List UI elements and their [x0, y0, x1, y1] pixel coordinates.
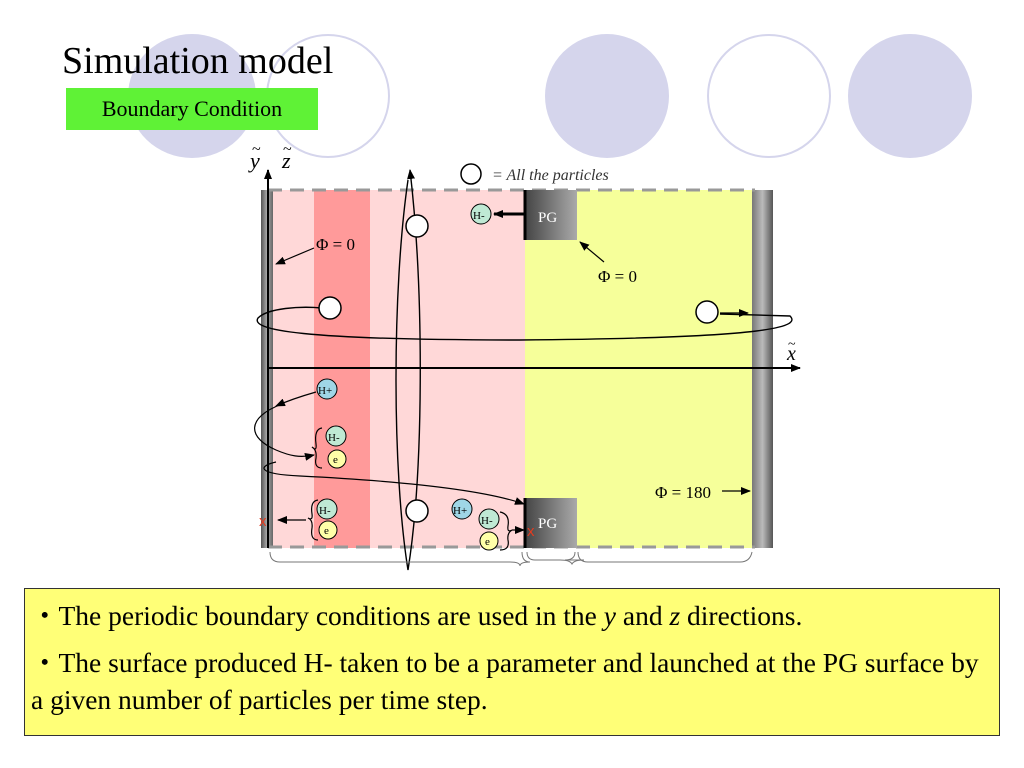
bullet-box: ・The periodic boundary conditions are us… [24, 588, 1000, 736]
svg-text:H-: H- [328, 432, 340, 444]
region-brace [526, 551, 585, 566]
axis-z-label: z [281, 148, 291, 173]
pg-label-top: PG [538, 210, 557, 226]
svg-text:~: ~ [283, 141, 292, 158]
absorbed-mark: x [259, 513, 267, 530]
svg-text:e: e [333, 454, 338, 466]
h-plus-ion [451, 498, 473, 520]
electron [318, 520, 338, 540]
phi-left-label: Φ = 0 [316, 235, 355, 254]
svg-text:H-: H- [473, 210, 485, 222]
particle [318, 296, 342, 320]
section-badge: Boundary Condition [66, 88, 318, 130]
svg-text:~: ~ [788, 337, 796, 352]
boundary-diagram: y ~ z ~ x ~ = All the particles PG PG Φ … [248, 141, 801, 571]
bullet-periodic: ・The periodic boundary conditions are us… [31, 600, 803, 631]
h-minus-ion [316, 498, 338, 520]
phi-pg-label: Φ = 0 [598, 267, 637, 286]
reflection-path [254, 403, 315, 461]
bullet-h-minus: ・The surface produced H- taken to be a p… [31, 647, 979, 716]
svg-text:e: e [324, 525, 329, 537]
electron [327, 449, 347, 469]
svg-text:H+: H+ [318, 385, 332, 397]
legend-particle-icon [460, 163, 482, 185]
electron [479, 531, 499, 551]
trajectory-to-pg [263, 461, 525, 505]
z-periodic-loop [395, 169, 421, 571]
absorbed-mark: x [527, 523, 535, 540]
svg-text:H+: H+ [453, 505, 467, 517]
phi-right-label: Φ = 180 [655, 483, 711, 502]
y-periodic-loop [256, 306, 793, 341]
deco-circle [545, 34, 669, 158]
h-minus-ion [478, 508, 500, 530]
particle [695, 300, 719, 324]
svg-text:H-: H- [319, 505, 331, 517]
svg-text:~: ~ [252, 141, 261, 158]
particle [405, 499, 429, 523]
h-minus-ion [325, 425, 347, 447]
svg-text:e: e [485, 536, 490, 548]
particle [405, 214, 429, 238]
region-brace [269, 551, 531, 567]
pg-electrode-top [525, 190, 577, 240]
legend-text: = All the particles [492, 167, 609, 184]
page-title: Simulation model [62, 40, 334, 82]
h-minus-ion [470, 203, 492, 225]
axis-x-label: x [786, 343, 796, 365]
pg-electrode-bottom [525, 498, 577, 548]
svg-text:H-: H- [481, 515, 493, 527]
deco-circle [848, 34, 972, 158]
region-brace [577, 551, 753, 563]
deco-ring [707, 34, 831, 158]
pg-label-bottom: PG [538, 516, 557, 532]
axis-y-label: y [248, 148, 260, 173]
h-plus-ion [316, 378, 338, 400]
